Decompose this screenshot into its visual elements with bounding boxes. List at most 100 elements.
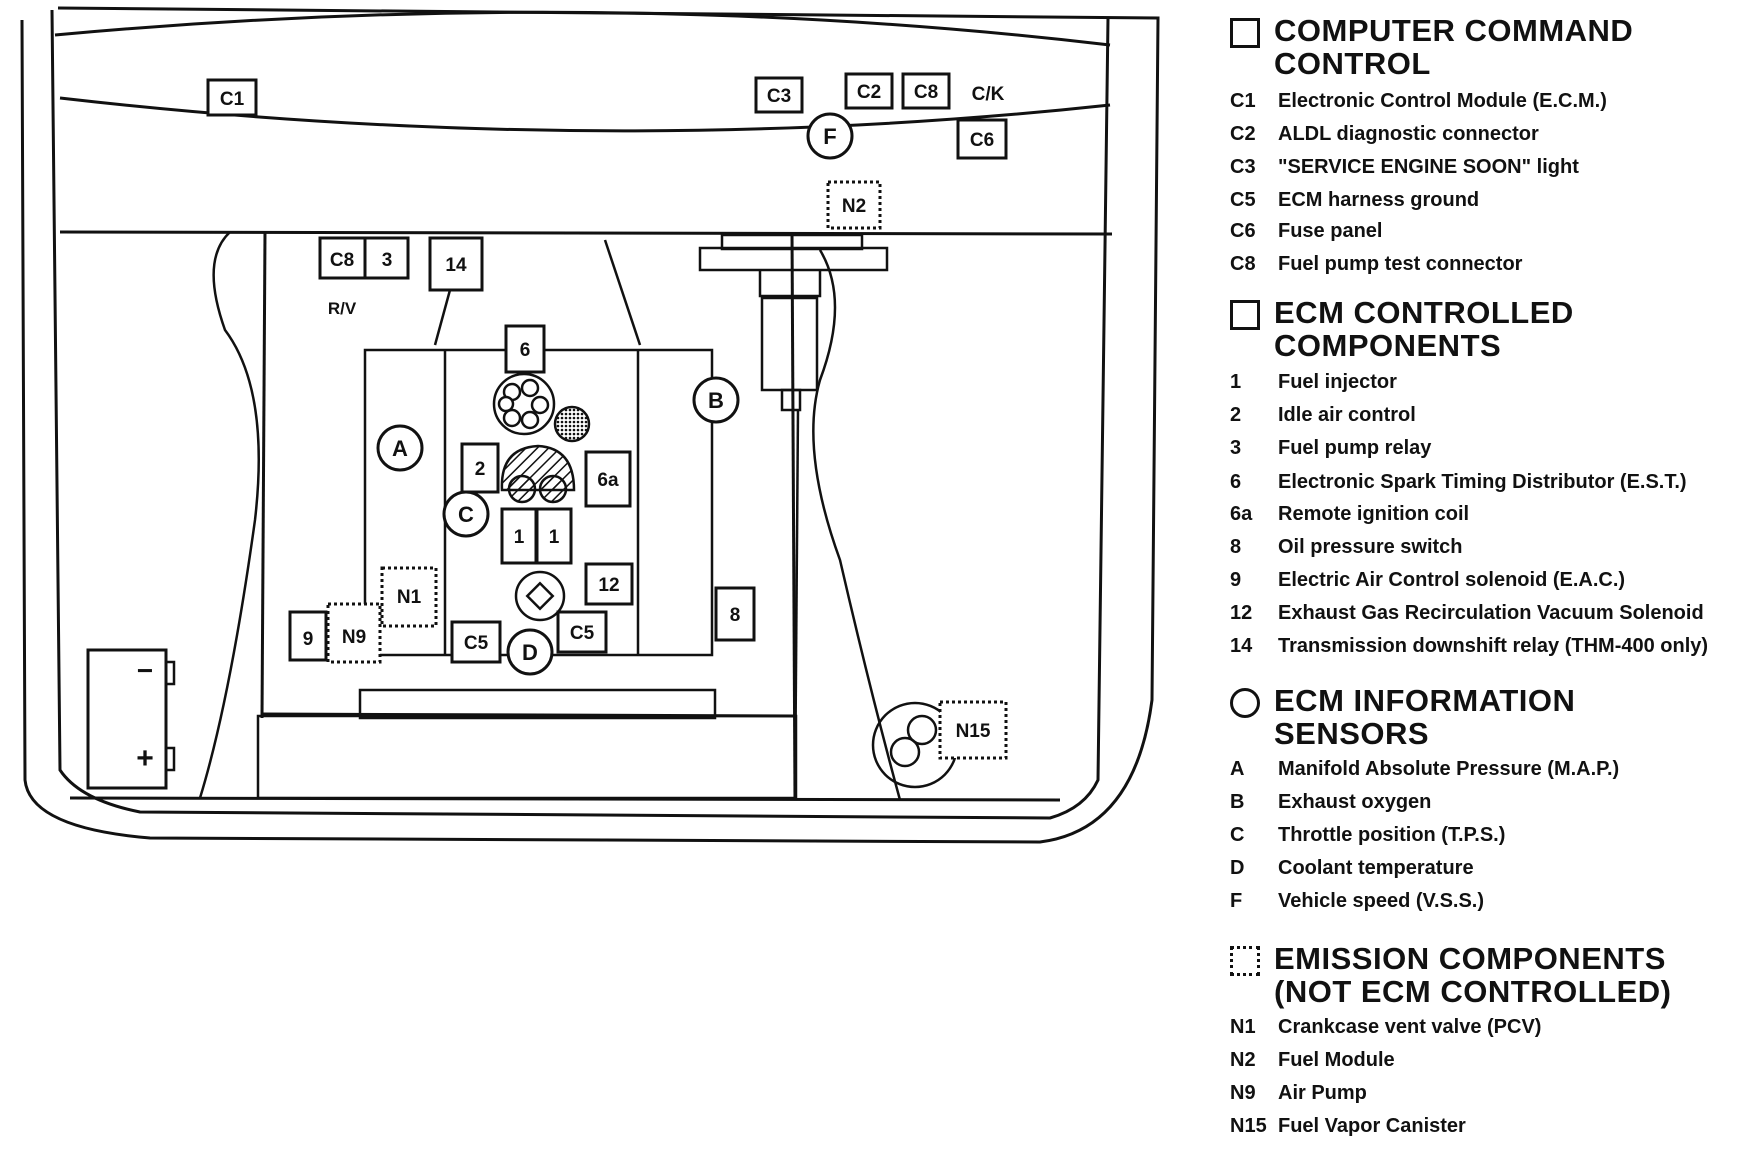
a-label: A — [392, 436, 408, 461]
c6-box — [956, 118, 1008, 160]
f-label: F — [823, 124, 836, 149]
battery-terminal-bottom — [164, 746, 176, 772]
c6-label: C6 — [970, 130, 994, 151]
nine-label: 9 — [303, 629, 314, 650]
ck-label: C/K — [972, 84, 1005, 105]
one-b-label: 1 — [549, 527, 560, 548]
c1-label: C1 — [220, 89, 245, 110]
right-wheel-well — [812, 249, 902, 801]
inner-fender-line — [50, 9, 1110, 820]
distributor-cap — [492, 372, 556, 436]
legend-section-emission: EMISSION COMPONENTS(NOT ECM CONTROLLED) — [1230, 942, 1671, 1008]
fourteen-box — [428, 236, 484, 292]
c5-a-box — [450, 620, 502, 664]
c-label: C — [458, 502, 474, 527]
rv-label: R/V — [328, 299, 357, 318]
fuel-pump-nozzle — [780, 388, 802, 412]
c5-a-label: C5 — [464, 633, 489, 654]
front-bumper-line — [69, 796, 1061, 802]
one-a-label: 1 — [514, 527, 525, 548]
n15-box — [938, 700, 1008, 760]
n9-box — [326, 602, 382, 664]
oil-filter — [514, 570, 566, 622]
six-label: 6 — [520, 340, 531, 361]
c8-top-box — [901, 72, 951, 110]
solid-square-icon — [1230, 300, 1260, 330]
radiator-support — [256, 714, 798, 800]
f-circle — [806, 112, 854, 160]
twelve-box — [584, 562, 634, 606]
eight-box — [714, 586, 756, 642]
c5-b-label: C5 — [570, 623, 595, 644]
fuel-line — [793, 409, 800, 801]
distributor-stippled-part — [553, 405, 591, 443]
n9-label: N9 — [342, 627, 366, 648]
n1-label: N1 — [397, 587, 422, 608]
battery-plus-label: + — [136, 742, 154, 775]
b-circle — [692, 376, 740, 424]
engine-compartment-diagram: C1 C3 C2 C8 C/K F C6 N2 C8 3 14 R/V 6 A … — [20, 6, 1160, 844]
vapor-canister-port-b — [906, 714, 938, 746]
c-circle — [442, 490, 490, 538]
fuel-module-neck — [758, 270, 822, 298]
c8-left-label: C8 — [330, 250, 354, 271]
battery-terminal-top — [164, 660, 176, 686]
n2-box — [826, 180, 882, 230]
legend-item: C3"SERVICE ENGINE SOON" light — [1230, 156, 1579, 178]
n1-box — [380, 566, 438, 628]
cowl-upper-curve — [54, 10, 1111, 47]
section-title: EMISSION COMPONENTS(NOT ECM CONTROLLED) — [1274, 941, 1672, 1009]
fuel-pump-body — [760, 296, 819, 392]
d-label: D — [522, 640, 538, 665]
n15-label: N15 — [956, 721, 991, 742]
c3-box — [754, 76, 804, 114]
left-wheel-well — [198, 231, 260, 799]
firewall-line — [59, 230, 1113, 236]
c2-box — [844, 72, 894, 110]
vapor-canister-port-a — [889, 736, 921, 768]
circle-icon — [1230, 688, 1260, 718]
dotted-square-icon — [1230, 946, 1260, 976]
c5-b-box — [556, 610, 608, 654]
engine-bay-left-wall — [260, 231, 267, 719]
three-label: 3 — [382, 250, 393, 271]
eight-label: 8 — [730, 605, 741, 626]
c1-box — [206, 78, 258, 117]
battery-body — [86, 648, 168, 790]
nine-box — [288, 610, 328, 662]
b-label: B — [708, 388, 724, 413]
fuel-module-top — [720, 233, 864, 251]
three-box — [363, 236, 410, 280]
c8-left-box — [318, 236, 367, 280]
throttle-body — [500, 444, 576, 504]
radiator-top — [358, 688, 717, 720]
six-a-label: 6a — [597, 470, 619, 491]
d-circle — [506, 628, 554, 676]
fourteen-label: 14 — [445, 255, 467, 276]
c2-label: C2 — [857, 82, 881, 103]
solid-square-icon — [1230, 18, 1260, 48]
six-box — [504, 324, 546, 374]
two-label: 2 — [475, 459, 486, 480]
